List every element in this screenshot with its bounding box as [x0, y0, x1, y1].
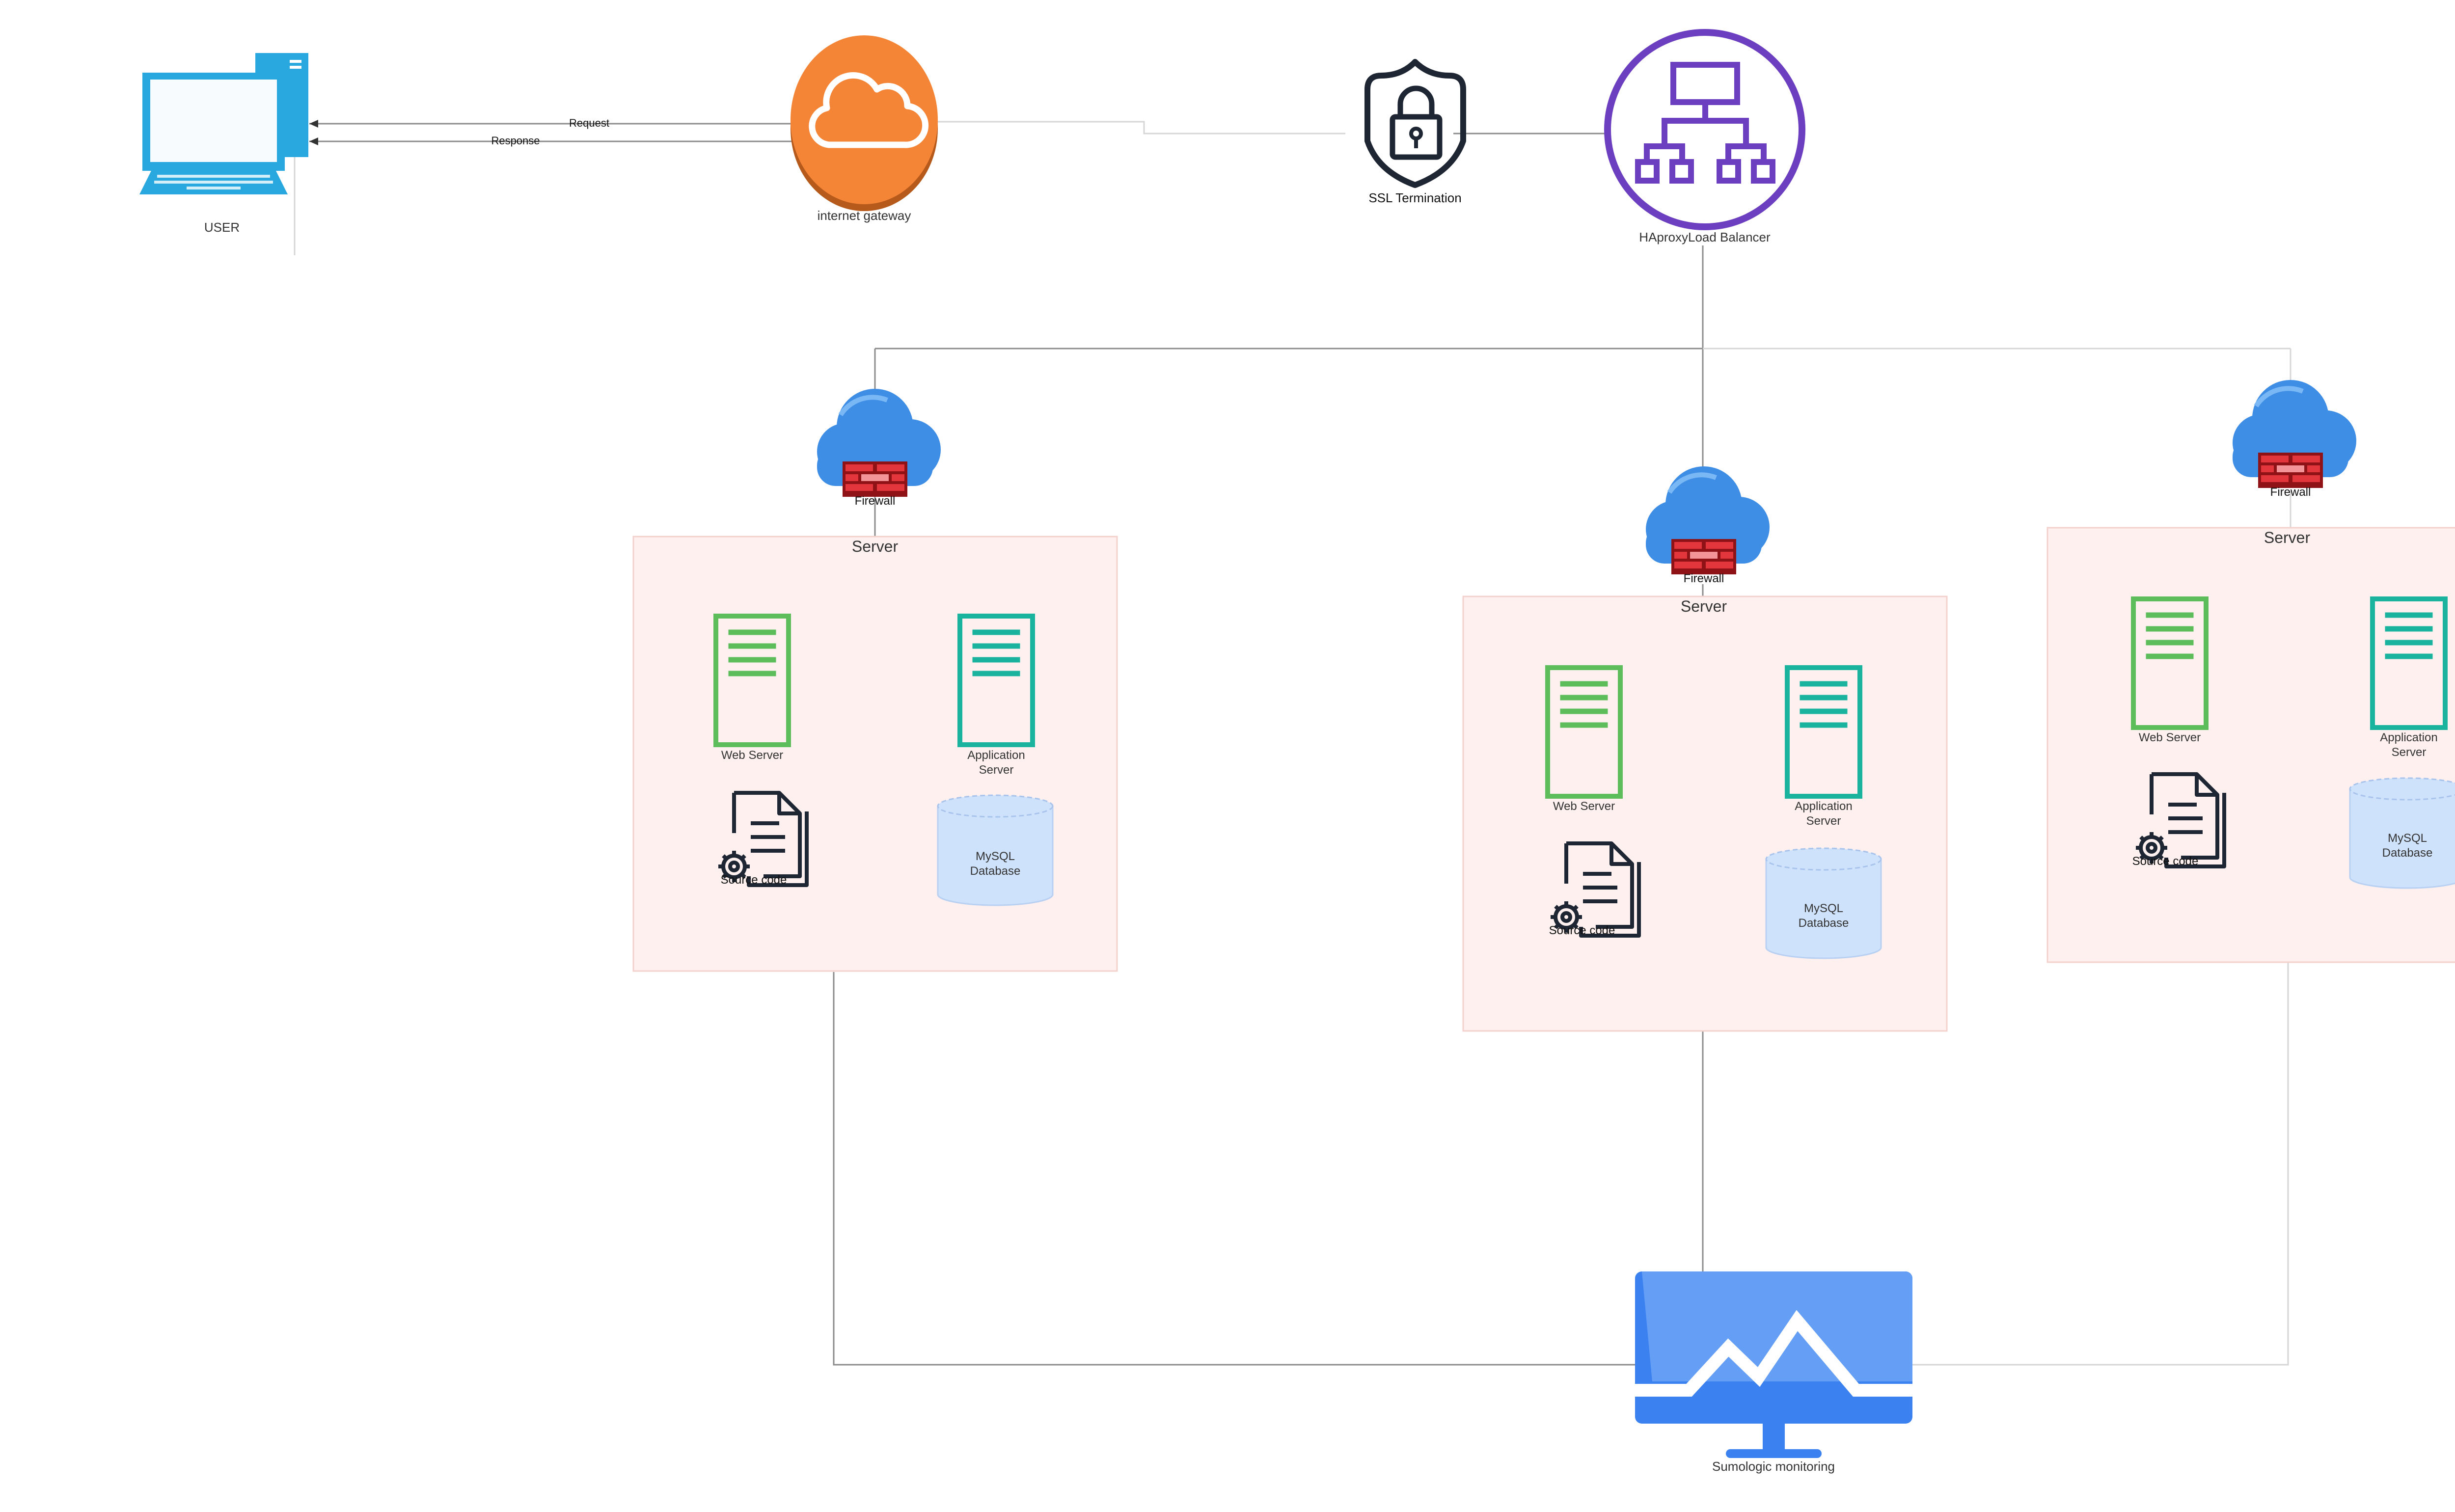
- database-icon: [2349, 777, 2455, 889]
- load-balancer-node: HAproxyLoad Balancer: [1604, 29, 1805, 244]
- load-balancer-label: HAproxyLoad Balancer: [1639, 230, 1771, 244]
- server-title: Server: [2264, 529, 2311, 546]
- request-label: Request: [569, 117, 609, 129]
- firewall-icon: [817, 389, 941, 497]
- network-hierarchy-icon: [1635, 62, 1775, 184]
- application-server-label-line2: Server: [1806, 814, 1841, 828]
- desktop-computer-icon: [139, 53, 308, 194]
- firewall-label: Firewall: [1684, 572, 1724, 585]
- application-server-label-line2: Server: [979, 763, 1014, 777]
- ssl-label: SSL Termination: [1368, 190, 1461, 205]
- shield-lock-icon: [1364, 59, 1466, 188]
- cloud-icon: [809, 72, 929, 148]
- user-label: USER: [204, 220, 240, 235]
- monitoring-label: Sumologic monitoring: [1712, 1459, 1835, 1474]
- monitor-chart-icon: [1635, 1271, 1912, 1458]
- firewall-label: Firewall: [855, 494, 896, 508]
- firewall-icon: [1646, 466, 1770, 574]
- database-label-line2: Database: [2382, 846, 2433, 860]
- application-server-label-line1: Application: [1795, 800, 1852, 813]
- source-code-label: Source code: [721, 873, 787, 887]
- application-server-label-line1: Application: [967, 749, 1025, 762]
- source-code-label: Source code: [1549, 924, 1615, 937]
- database-label-line1: MySQL: [2388, 832, 2427, 845]
- server-title: Server: [852, 538, 899, 555]
- ssl-termination-node: SSL Termination: [1364, 59, 1466, 205]
- firewall-icon: [2233, 380, 2356, 488]
- database-icon: [1765, 847, 1882, 959]
- server-cluster-1: Server Firewall Web Server Application S…: [632, 389, 1118, 972]
- internet-gateway-node: internet gateway: [791, 35, 938, 223]
- server-cluster-2: Server Firewall Web Server Application S…: [1462, 466, 1948, 1032]
- firewall-label: Firewall: [2270, 486, 2311, 499]
- server-cluster-3: Server Firewall Web Server Application S…: [2046, 380, 2455, 963]
- response-label: Response: [491, 135, 540, 147]
- database-icon: [937, 794, 1054, 906]
- web-server-label: Web Server: [721, 749, 783, 762]
- connectors: [294, 120, 2291, 1366]
- source-code-label: Source code: [2132, 855, 2199, 868]
- user-node: USER: [139, 53, 308, 235]
- monitoring-node: Sumologic monitoring: [1635, 1271, 1912, 1474]
- server-title: Server: [1681, 597, 1727, 615]
- web-server-label: Web Server: [2139, 731, 2201, 744]
- database-label-line2: Database: [970, 864, 1021, 878]
- gateway-label: internet gateway: [818, 208, 911, 223]
- database-label-line1: MySQL: [976, 850, 1015, 863]
- database-label-line1: MySQL: [1804, 902, 1843, 915]
- application-server-label-line1: Application: [2380, 731, 2437, 744]
- application-server-label-line2: Server: [2392, 746, 2427, 759]
- web-server-label: Web Server: [1553, 800, 1615, 813]
- database-label-line2: Database: [1799, 917, 1849, 930]
